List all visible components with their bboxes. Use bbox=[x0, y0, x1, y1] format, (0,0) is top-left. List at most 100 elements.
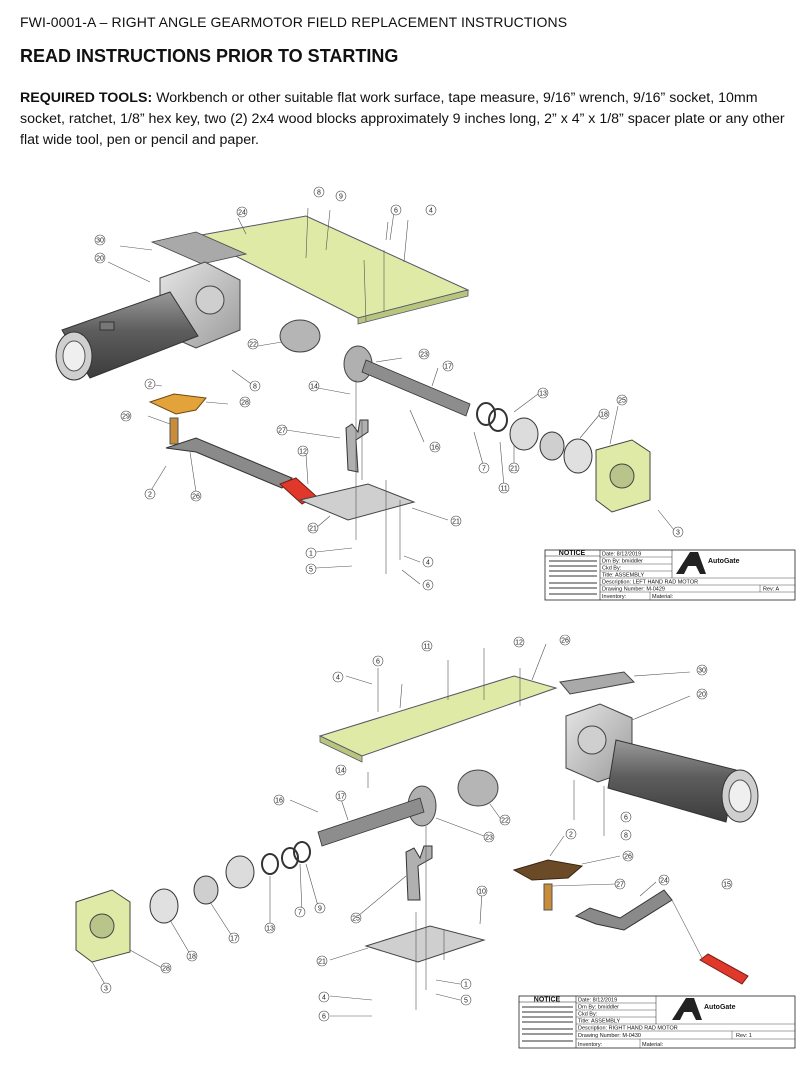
svg-text:8: 8 bbox=[624, 833, 628, 840]
callout: 17 bbox=[335, 790, 347, 802]
tb-title: Title: ASSEMBLY bbox=[602, 573, 645, 579]
svg-text:6: 6 bbox=[624, 815, 628, 822]
shaft-17 bbox=[361, 359, 471, 417]
svg-text:13: 13 bbox=[539, 391, 547, 398]
callout: 8 bbox=[313, 186, 325, 198]
svg-text:28: 28 bbox=[241, 400, 249, 407]
motor-20 bbox=[607, 739, 737, 823]
company-name: AutoGate bbox=[704, 1004, 736, 1011]
callout: 28 bbox=[239, 396, 251, 408]
base-plate-21 bbox=[364, 925, 486, 963]
callout: 6 bbox=[422, 579, 434, 591]
callout: 22 bbox=[499, 814, 511, 826]
tb-inventory: Inventory: bbox=[602, 594, 627, 600]
svg-text:25: 25 bbox=[618, 398, 626, 405]
svg-text:16: 16 bbox=[275, 798, 283, 805]
svg-text:21: 21 bbox=[510, 466, 518, 473]
callout: 2 bbox=[565, 828, 577, 840]
callout: 12 bbox=[513, 636, 525, 648]
callout: 24 bbox=[658, 874, 670, 886]
autogate-logo-icon bbox=[676, 552, 706, 574]
tb-title: Title: ASSEMBLY bbox=[578, 1019, 621, 1025]
callouts-right: 11 12 26 6 4 30 20 14 16 17 22 6 8 23 2 … bbox=[100, 634, 733, 1022]
document-header: FWI-0001-A – RIGHT ANGLE GEARMOTOR FIELD… bbox=[20, 14, 568, 30]
svg-text:7: 7 bbox=[482, 466, 486, 473]
svg-text:22: 22 bbox=[501, 818, 509, 825]
callout: 17 bbox=[228, 932, 240, 944]
svg-text:21: 21 bbox=[452, 519, 460, 526]
callout: 6 bbox=[620, 811, 632, 823]
tb-description: Description: LEFT HAND RAD MOTOR bbox=[602, 580, 698, 586]
svg-text:26: 26 bbox=[624, 854, 632, 861]
svg-text:15: 15 bbox=[723, 882, 731, 889]
shaft-17 bbox=[317, 797, 425, 847]
callout: 14 bbox=[308, 380, 320, 392]
svg-text:10: 10 bbox=[478, 889, 486, 896]
drawing-right-hand: 11 12 26 6 4 30 20 14 16 17 22 6 8 23 2 … bbox=[75, 634, 796, 1049]
tb-date: Date: 8/12/2019 bbox=[602, 552, 641, 558]
callouts-left: 8 9 24 6 4 30 20 22 23 17 8 2 14 13 28 2… bbox=[94, 186, 684, 591]
callout: 3 bbox=[672, 526, 684, 538]
callout: 4 bbox=[422, 556, 434, 568]
svg-text:11: 11 bbox=[423, 644, 430, 651]
callout: 27 bbox=[276, 424, 288, 436]
svg-text:22: 22 bbox=[249, 342, 257, 349]
callout: 25 bbox=[350, 912, 362, 924]
callout: 8 bbox=[249, 380, 261, 392]
svg-text:11: 11 bbox=[500, 486, 507, 493]
svg-text:2: 2 bbox=[569, 832, 573, 839]
callout: 27 bbox=[614, 878, 626, 890]
callout: 11 bbox=[498, 482, 510, 494]
bar-30 bbox=[559, 671, 636, 695]
svg-text:26: 26 bbox=[192, 494, 200, 501]
callout: 28 bbox=[160, 962, 172, 974]
svg-text:5: 5 bbox=[309, 567, 313, 574]
svg-text:28: 28 bbox=[162, 966, 170, 973]
lever-26 bbox=[574, 889, 673, 931]
svg-text:24: 24 bbox=[238, 210, 246, 217]
callout: 20 bbox=[696, 688, 708, 700]
tb-drawn-by: Drn By: bmiddler bbox=[578, 1005, 619, 1011]
svg-text:9: 9 bbox=[339, 194, 343, 201]
svg-text:20: 20 bbox=[698, 692, 706, 699]
callout: 18 bbox=[598, 408, 610, 420]
callout: 2 bbox=[144, 488, 156, 500]
svg-text:12: 12 bbox=[299, 449, 307, 456]
tb-checked-by: Ckd By: bbox=[578, 1012, 598, 1018]
callout: 1 bbox=[305, 547, 317, 559]
callout: 6 bbox=[390, 204, 402, 216]
callout: 26 bbox=[559, 634, 571, 646]
callout: 13 bbox=[537, 387, 549, 399]
svg-text:21: 21 bbox=[309, 526, 317, 533]
svg-text:2: 2 bbox=[148, 382, 152, 389]
svg-text:23: 23 bbox=[485, 835, 493, 842]
callout: 21 bbox=[316, 955, 328, 967]
callout: 21 bbox=[508, 462, 520, 474]
svg-text:17: 17 bbox=[230, 936, 238, 943]
callout: 13 bbox=[264, 922, 276, 934]
callout: 3 bbox=[100, 982, 112, 994]
callout: 29 bbox=[120, 410, 132, 422]
svg-text:27: 27 bbox=[616, 882, 624, 889]
callout: 6 bbox=[318, 1010, 330, 1022]
svg-text:13: 13 bbox=[266, 926, 274, 933]
title-block-right: NOTICE Date: 8/12/2019 Drn By: bmiddler … bbox=[518, 995, 796, 1049]
svg-text:4: 4 bbox=[322, 995, 326, 1002]
svg-text:4: 4 bbox=[426, 560, 430, 567]
callout: 23 bbox=[483, 831, 495, 843]
bracket-28 bbox=[148, 393, 207, 415]
base-plate-21 bbox=[298, 483, 416, 521]
svg-text:9: 9 bbox=[318, 906, 322, 913]
svg-text:8: 8 bbox=[253, 384, 257, 391]
notice-label: NOTICE bbox=[559, 550, 586, 557]
svg-text:14: 14 bbox=[310, 384, 318, 391]
drawing-left-hand: 8 9 24 6 4 30 20 22 23 17 8 2 14 13 28 2… bbox=[55, 186, 796, 601]
required-tools-label: REQUIRED TOOLS: bbox=[20, 90, 153, 106]
tb-drawing-number: Drawing Number: M-0430 bbox=[578, 1033, 641, 1039]
svg-text:1: 1 bbox=[309, 551, 313, 558]
callout: 15 bbox=[721, 878, 733, 890]
svg-text:5: 5 bbox=[464, 998, 468, 1005]
svg-text:17: 17 bbox=[444, 364, 452, 371]
title-block-left: NOTICE Date: 8/12/2019 Drn By: bmiddler … bbox=[544, 549, 796, 601]
svg-text:14: 14 bbox=[337, 768, 345, 775]
